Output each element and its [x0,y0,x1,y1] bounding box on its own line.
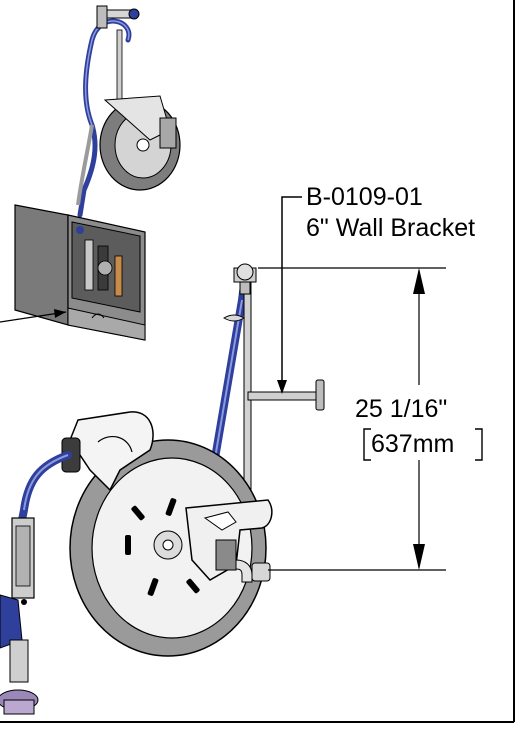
reference-installation-view [0,5,181,341]
bracket-part-number: B-0109-01 [306,183,423,211]
height-dimension: 25 1/16" 637mm [258,267,483,571]
metric-bracket-right [475,428,483,461]
dimension-imperial: 25 1/16" [355,395,447,423]
main-reel [61,411,273,657]
reference-reel [99,95,181,191]
pre-rinse-spray-unit [0,517,39,715]
page-border [0,0,515,723]
main-top-fitting [223,263,257,322]
metric-bracket-left [363,428,371,461]
bracket-part-name: 6" Wall Bracket [306,214,475,242]
dimension-arrow-bottom [413,544,425,570]
bracket-leader-line [281,196,302,392]
dimension-metric: 637mm [371,430,454,458]
bracket-callout: B-0109-01 6" Wall Bracket [277,183,475,394]
wall-bracket [247,379,325,411]
dimension-arrow-top [413,268,425,294]
main-hose-reel-view [0,263,325,715]
reference-spray-valve [96,5,140,29]
reference-cabinet [14,204,146,341]
